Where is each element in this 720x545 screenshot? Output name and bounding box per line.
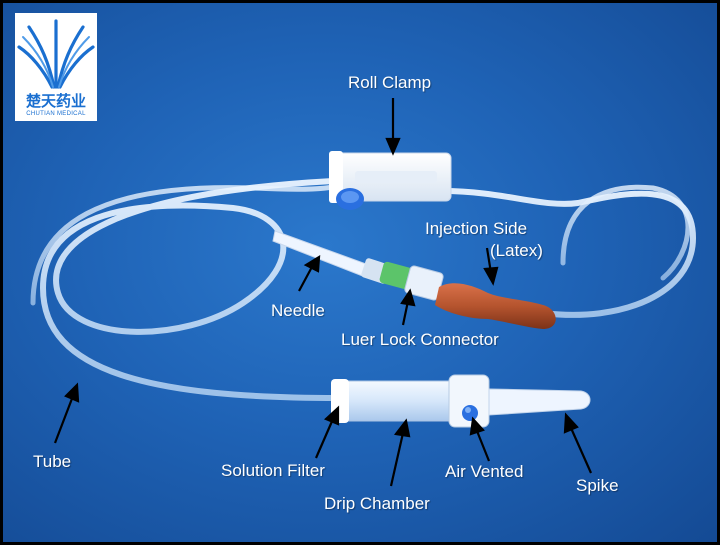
label-injection-side-material: (Latex) [490,241,543,260]
infusion-set-illustration [30,98,697,487]
arrow-drip-chamber [389,418,411,487]
arrow-injection-side [483,247,499,286]
label-tube: Tube [33,452,72,471]
label-spike: Spike [576,476,619,495]
roll-clamp-device [329,151,452,210]
arrow-needle [298,254,321,292]
logo-emblem-icon [17,19,95,89]
label-luer-lock-connector: Luer Lock Connector [341,330,499,349]
label-roll-clamp: Roll Clamp [348,73,432,92]
needle-device [272,230,391,284]
drip-chamber-device [331,374,591,428]
label-air-vented: Air Vented [445,462,524,481]
label-needle: Needle [271,301,325,320]
company-logo: 楚天药业 CHUTIAN MEDICAL [15,13,97,121]
logo-chinese-name: 楚天药业 [25,92,86,110]
arrow-luer-lock [400,288,416,326]
label-drip-chamber: Drip Chamber [324,494,430,513]
luer-lock-device [379,261,444,301]
latex-injection-port [435,283,556,329]
arrow-solution-filter [314,405,340,459]
arrow-air-vented [469,416,491,462]
logo-english-name: CHUTIAN MEDICAL [26,111,86,117]
arrow-tube [53,382,80,444]
tube [30,178,697,401]
label-solution-filter: Solution Filter [221,461,325,480]
arrow-spike [563,412,593,474]
arrow-roll-clamp [385,98,401,156]
pointer-arrows [53,98,593,487]
label-injection-side: Injection Side [425,219,528,238]
